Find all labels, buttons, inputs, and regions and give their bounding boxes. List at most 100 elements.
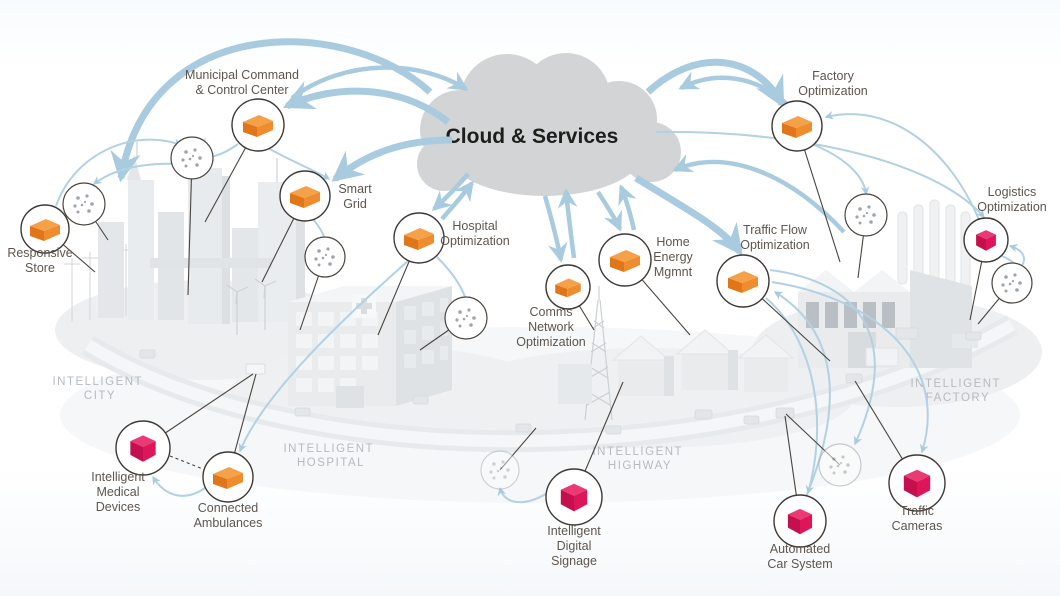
- arc-traffic-flow-to-sensor: [769, 269, 876, 446]
- label-line: Traffic: [899, 504, 935, 518]
- arrow-cloud-to-factory: [645, 58, 786, 109]
- node-municipal-command-center: [231, 98, 285, 152]
- arrow-highway-to-cloud: [672, 154, 846, 234]
- hospital-cross-icon: [356, 298, 372, 314]
- label-logistics-optimization: Logistics Optimization: [966, 185, 1058, 215]
- label-line: Energy: [653, 250, 693, 264]
- arc-ambulances-to-medical: [152, 475, 206, 497]
- node-traffic-flow-optimization: [716, 254, 770, 308]
- factory-building: [798, 199, 978, 368]
- arrow-cloud-to-municipal: [282, 81, 451, 125]
- houses: [558, 329, 795, 404]
- label-intelligent-medical-devices: Intelligent Medical Devices: [76, 470, 160, 515]
- ambulance-vehicle: [245, 363, 266, 375]
- label-line: Optimization: [516, 335, 586, 349]
- arc-logistics-to-factory: [824, 110, 980, 221]
- label-line: Devices: [95, 500, 141, 514]
- zone-intelligent-city: INTELLIGENT CITY: [52, 376, 147, 402]
- label-line: Connected: [197, 501, 259, 515]
- arrow-cloud-to-comms: [542, 195, 568, 263]
- label-line: Optimization: [977, 200, 1047, 214]
- arrow-cloud-to-traffic-flow: [634, 175, 743, 256]
- factory-chimneys: [897, 199, 971, 289]
- label-line: Automated: [769, 542, 831, 556]
- node-traffic-cameras: [888, 454, 946, 512]
- arrow-cloud-to-hospital-opt: [431, 172, 470, 211]
- label-line: Car System: [767, 557, 833, 571]
- arc-cloud-to-logistics: [655, 130, 985, 218]
- label-municipal-command-center: Municipal Command & Control Center: [174, 68, 310, 98]
- label-home-energy-mgmnt: Home Energy Mgmnt: [640, 235, 706, 280]
- label-line: Hospital: [452, 219, 498, 233]
- node-intelligent-digital-signage: [545, 468, 603, 526]
- node-home-energy-mgmnt: [598, 233, 652, 287]
- node-automated-car-system: [773, 494, 827, 548]
- label-line: Optimization: [740, 238, 810, 252]
- arrow-municipal-to-cloud: [290, 65, 469, 100]
- label-traffic-flow-optimization: Traffic Flow Optimization: [723, 223, 827, 253]
- label-line: Intelligent: [547, 524, 601, 538]
- label-line: Responsive: [7, 246, 73, 260]
- node-intelligent-medical-devices: [115, 420, 171, 476]
- zone-labels: INTELLIGENT CITY INTELLIGENT HOSPITAL IN…: [52, 376, 1005, 472]
- node-comms-network-optimization: [545, 264, 591, 310]
- wind-turbines: [226, 278, 277, 335]
- label-line: Comms: [529, 305, 573, 319]
- label-line: Store: [25, 261, 55, 275]
- label-line: Optimization: [440, 234, 510, 248]
- label-smart-grid: Smart Grid: [326, 182, 384, 212]
- label-line: Cameras: [891, 519, 943, 533]
- label-line: Municipal Command: [185, 68, 299, 82]
- label-line: Logistics: [987, 185, 1037, 199]
- arc-factory-to-sensor: [811, 143, 870, 196]
- sensor-cluster-nodes: [62, 136, 1033, 490]
- arc-to-sensor-left: [92, 162, 179, 185]
- zone-intelligent-highway: INTELLIGENT HIGHWAY: [592, 446, 687, 472]
- hospital-building: [288, 286, 452, 408]
- label-responsive-store: Responsive Store: [0, 246, 80, 276]
- label-hospital-optimization: Hospital Optimization: [430, 219, 520, 249]
- label-line: Intelligent: [91, 470, 145, 484]
- arc-hospital-to-ambulances: [238, 259, 410, 453]
- label-line: Grid: [343, 197, 367, 211]
- arc-store-to-sensor: [55, 138, 183, 207]
- label-line: Traffic Flow: [743, 223, 807, 237]
- label-line: & Control Center: [195, 83, 289, 97]
- node-hospital-optimization: [393, 212, 445, 264]
- arc-signage-to-sensor: [497, 486, 550, 504]
- label-line: Smart: [338, 182, 372, 196]
- arrow-cloud-to-home-energy: [596, 190, 623, 232]
- label-line: Factory: [812, 69, 854, 83]
- label-automated-car-system: Automated Car System: [753, 542, 847, 572]
- node-smart-grid: [279, 170, 331, 222]
- label-factory-optimization: Factory Optimization: [787, 69, 879, 99]
- arrow-comms-to-cloud: [557, 188, 578, 259]
- device-nodes: [20, 98, 1033, 548]
- arrow-home-energy-to-cloud: [618, 184, 637, 231]
- label-intelligent-digital-signage: Intelligent Digital Signage: [532, 524, 616, 569]
- arc-traffic-flow-to-cameras: [771, 281, 929, 454]
- label-line: Network: [528, 320, 574, 334]
- node-factory-optimization: [771, 100, 823, 152]
- label-line: Medical: [96, 485, 140, 499]
- label-line: Ambulances: [193, 516, 263, 530]
- arc-traffic-flow-to-automated-car: [765, 297, 819, 495]
- arrow-hospital-opt-to-cloud: [440, 180, 474, 221]
- label-line: Mgmnt: [653, 265, 693, 279]
- label-line: Signage: [551, 554, 597, 568]
- zone-intelligent-factory: INTELLIGENT FACTORY: [910, 378, 1005, 404]
- cloud-services-label: Cloud & Services: [446, 125, 619, 148]
- arrow-cloud-to-smart-grid: [331, 136, 453, 182]
- vehicles: [139, 327, 982, 435]
- arrow-factory-to-cloud: [678, 71, 789, 106]
- node-logistics-optimization: [963, 217, 1009, 263]
- node-connected-ambulances: [202, 451, 254, 503]
- arc-municipal-to-smart-grid: [265, 146, 331, 180]
- label-comms-network-optimization: Comms Network Optimization: [505, 305, 597, 350]
- node-responsive-store: [20, 204, 70, 254]
- label-traffic-cameras: Traffic Cameras: [880, 504, 954, 534]
- label-line: Home: [656, 235, 690, 249]
- label-line: Optimization: [798, 84, 868, 98]
